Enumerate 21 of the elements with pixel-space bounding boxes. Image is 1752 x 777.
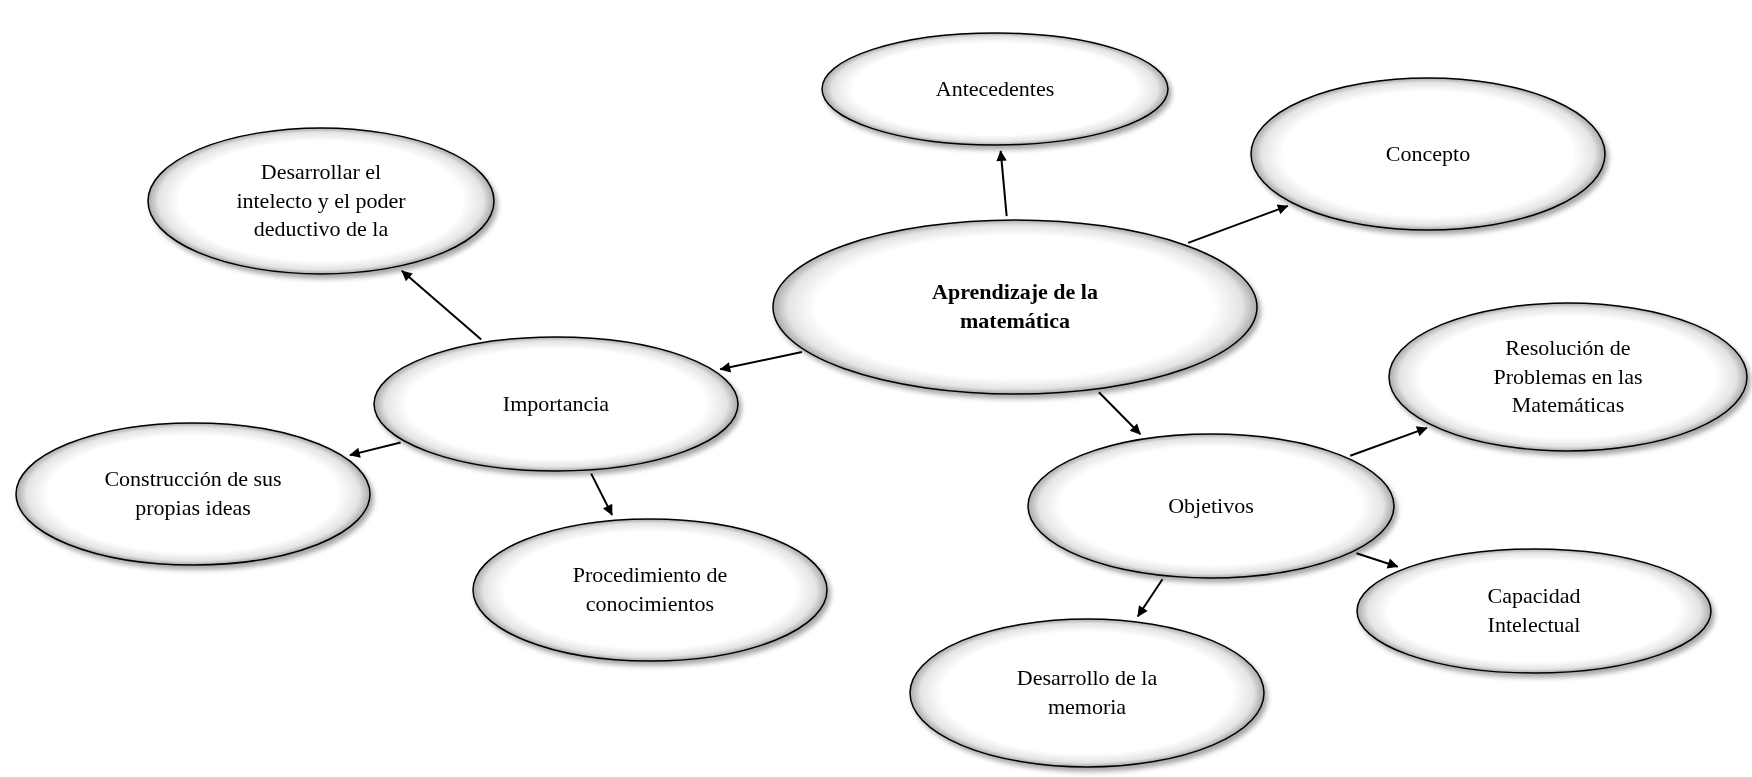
arrow	[719, 351, 803, 373]
arrow	[1136, 578, 1164, 618]
arrow	[1097, 391, 1142, 436]
node-label: Importancia	[502, 389, 610, 418]
arrow	[348, 441, 402, 458]
node-label: Desarrollar el intelecto y el poder deductivo de la	[235, 158, 407, 244]
node-label: Construcción de sus propias ideas	[103, 465, 283, 522]
node-label: Resolución de Problemas en las Matemáticas	[1492, 334, 1644, 420]
node-label: Procedimiento de conocimientos	[571, 561, 729, 618]
arrow	[996, 149, 1008, 218]
node-label: Capacidad Intelectual	[1486, 582, 1582, 639]
arrow	[1349, 426, 1429, 457]
arrow	[590, 472, 614, 516]
node-label: Antecedentes	[935, 74, 1055, 103]
node-label: Objetivos	[1168, 491, 1254, 520]
node-label: Desarrollo de la memoria	[1015, 664, 1159, 721]
arrow	[400, 269, 483, 341]
arrow	[1187, 204, 1289, 244]
arrow	[1355, 552, 1399, 569]
node-label: Aprendizaje de la matemática	[931, 278, 1099, 335]
node-label: Concepto	[1385, 139, 1471, 168]
